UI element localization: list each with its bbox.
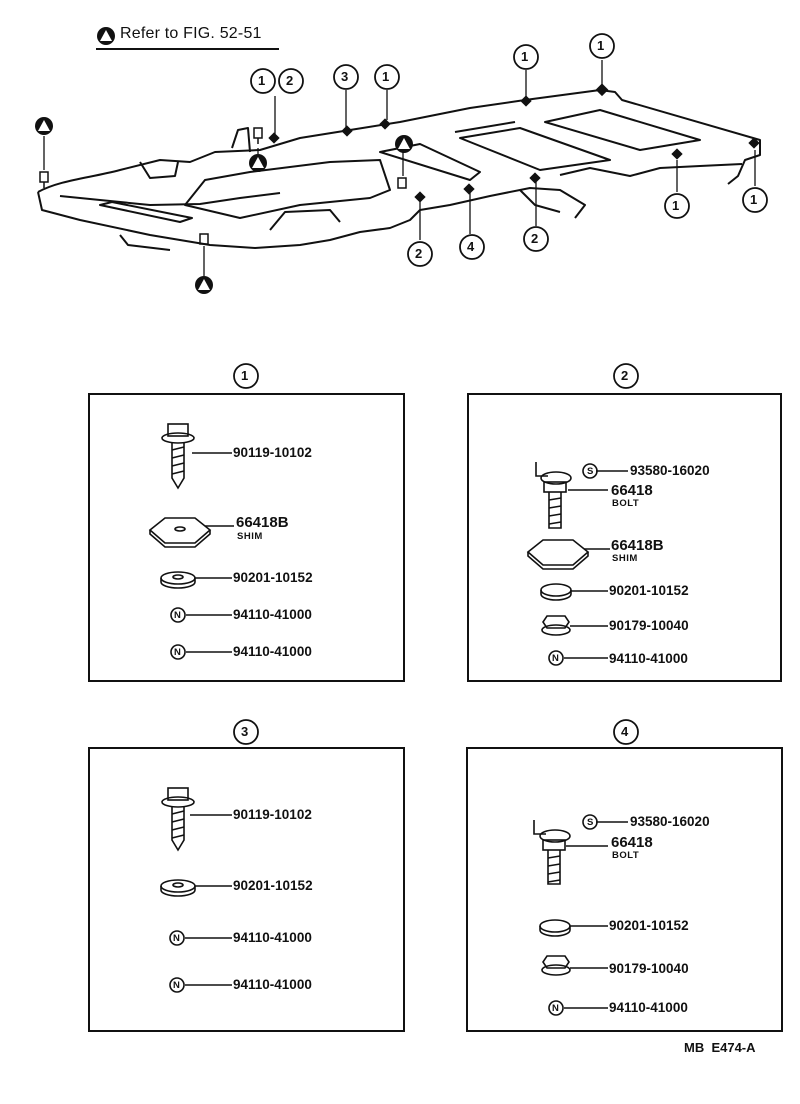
figure-code: MB E474-A (684, 1040, 756, 1055)
callout-number: 4 (467, 239, 475, 254)
callout-number: 1 (521, 49, 529, 64)
mark-n: N (552, 653, 560, 664)
callout-number: 1 (258, 73, 266, 88)
shim-icon (148, 517, 212, 548)
callout-number: 1 (750, 192, 758, 207)
group-box-2 (467, 393, 782, 682)
part-number: 94110-41000 (609, 651, 688, 666)
callout-number: 1 (597, 38, 605, 53)
callout-number: 1 (672, 198, 680, 213)
callout-number: 2 (286, 73, 294, 88)
frame-diagram (35, 27, 768, 294)
group-box-1 (88, 393, 405, 682)
mark-n: N (552, 1003, 560, 1014)
group-label-3: 3 (241, 724, 249, 739)
part-number: 93580-16020 (630, 814, 710, 829)
part-number: 90201-10152 (609, 583, 689, 598)
mark-n: N (174, 647, 182, 658)
part-number: 90179-10040 (609, 618, 689, 633)
washer-icon (160, 571, 196, 589)
part-name: SHIM (237, 531, 263, 542)
mark-s: S (587, 466, 594, 477)
part-number: 66418 (611, 482, 653, 499)
part-number: 90201-10152 (233, 878, 313, 893)
callout-number: 1 (382, 69, 390, 84)
part-number: 93580-16020 (630, 463, 710, 478)
callout-number: 2 (415, 246, 423, 261)
part-number: 90179-10040 (609, 961, 689, 976)
part-name: BOLT (612, 850, 640, 861)
mark-n: N (174, 610, 182, 621)
callout-number: 3 (341, 69, 349, 84)
part-number: 94110-41000 (233, 930, 312, 945)
part-number: 94110-41000 (233, 607, 312, 622)
flange-nut-icon (541, 615, 571, 636)
group-box-3 (88, 747, 405, 1032)
part-number: 94110-41000 (233, 977, 312, 992)
group-label-1: 1 (241, 368, 249, 383)
callout-number: 2 (531, 231, 539, 246)
part-number: 66418 (611, 834, 653, 851)
mark-n: N (173, 980, 181, 991)
part-number: 90119-10102 (233, 807, 312, 822)
group-label-4: 4 (621, 724, 629, 739)
clip-bolt-icon (535, 462, 572, 529)
part-number: 94110-41000 (609, 1000, 688, 1015)
part-name: BOLT (612, 498, 640, 509)
mark-n: N (173, 933, 181, 944)
flange-bolt-icon (161, 423, 195, 490)
mark-s: S (587, 817, 594, 828)
part-number: 90201-10152 (233, 570, 313, 585)
part-number: 94110-41000 (233, 644, 312, 659)
reference-underline (96, 48, 279, 50)
group-box-4 (466, 747, 783, 1032)
part-number: 66418B (236, 514, 289, 531)
part-name: SHIM (612, 553, 638, 564)
part-number: 90201-10152 (609, 918, 689, 933)
part-number: 90119-10102 (233, 445, 312, 460)
group-label-2: 2 (621, 368, 629, 383)
reference-triangle-icon (97, 27, 115, 45)
part-number: 66418B (611, 537, 664, 554)
reference-note: Refer to FIG. 52-51 (120, 25, 262, 42)
